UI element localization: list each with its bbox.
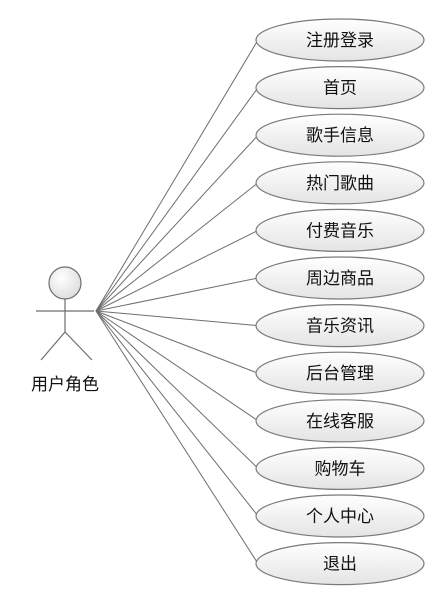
use-case-ellipse xyxy=(255,446,425,490)
association-line xyxy=(95,182,259,312)
use-case-label: 购物车 xyxy=(315,459,366,479)
use-case-label: 在线客服 xyxy=(306,412,374,432)
association-line xyxy=(95,310,259,327)
association-line xyxy=(95,277,259,312)
use-case-label: 歌手信息 xyxy=(306,126,374,146)
actor-label: 用户角色 xyxy=(31,375,99,395)
actor[interactable]: 用户角色 xyxy=(31,266,99,395)
use-case-label: 注册登录 xyxy=(306,31,374,51)
use-case[interactable]: 购物车 xyxy=(255,446,425,490)
use-case-ellipse xyxy=(255,304,425,348)
use-case[interactable]: 退出 xyxy=(255,541,425,586)
association-line xyxy=(95,229,259,312)
use-case-ellipse xyxy=(255,399,425,443)
use-cases: 注册登录首页歌手信息热门歌曲付费音乐周边商品音乐资讯后台管理在线客服购物车个人中… xyxy=(255,18,425,586)
use-case-ellipse xyxy=(255,256,425,300)
use-case-ellipse xyxy=(255,494,425,538)
association-line xyxy=(95,87,259,312)
actor-right-leg xyxy=(64,331,93,361)
use-case-label: 热门歌曲 xyxy=(306,174,374,194)
associations xyxy=(95,39,259,564)
association-line xyxy=(95,310,259,422)
use-case[interactable]: 个人中心 xyxy=(255,494,425,538)
use-case[interactable]: 周边商品 xyxy=(255,256,425,300)
association-line xyxy=(95,39,259,312)
use-case-label: 付费音乐 xyxy=(306,221,374,241)
association-line xyxy=(95,310,259,564)
use-case-ellipse xyxy=(255,113,425,157)
use-case-ellipse xyxy=(255,351,425,395)
use-case-ellipse xyxy=(255,208,425,252)
use-case[interactable]: 付费音乐 xyxy=(255,208,425,252)
use-case-ellipse xyxy=(255,541,425,586)
association-line xyxy=(95,310,259,374)
use-case-label: 周边商品 xyxy=(306,269,374,289)
use-case[interactable]: 后台管理 xyxy=(255,351,425,395)
actor-head xyxy=(48,266,82,300)
use-case[interactable]: 歌手信息 xyxy=(255,113,425,157)
use-case-ellipse xyxy=(255,161,425,205)
association-line xyxy=(95,310,259,469)
use-case-ellipse xyxy=(255,18,425,62)
use-case-label: 音乐资讯 xyxy=(306,317,374,337)
association-line xyxy=(95,310,259,517)
actor-left-leg xyxy=(40,331,66,361)
use-case[interactable]: 首页 xyxy=(255,65,425,110)
use-case-label: 后台管理 xyxy=(306,364,374,384)
use-case[interactable]: 音乐资讯 xyxy=(255,304,425,348)
use-case-label: 首页 xyxy=(323,79,357,99)
use-case-label: 退出 xyxy=(323,555,357,575)
use-case[interactable]: 热门歌曲 xyxy=(255,161,425,205)
association-line xyxy=(95,134,259,312)
use-case[interactable]: 在线客服 xyxy=(255,399,425,443)
use-case-ellipse xyxy=(255,65,425,110)
use-case-label: 个人中心 xyxy=(306,507,374,527)
use-case[interactable]: 注册登录 xyxy=(255,18,425,62)
